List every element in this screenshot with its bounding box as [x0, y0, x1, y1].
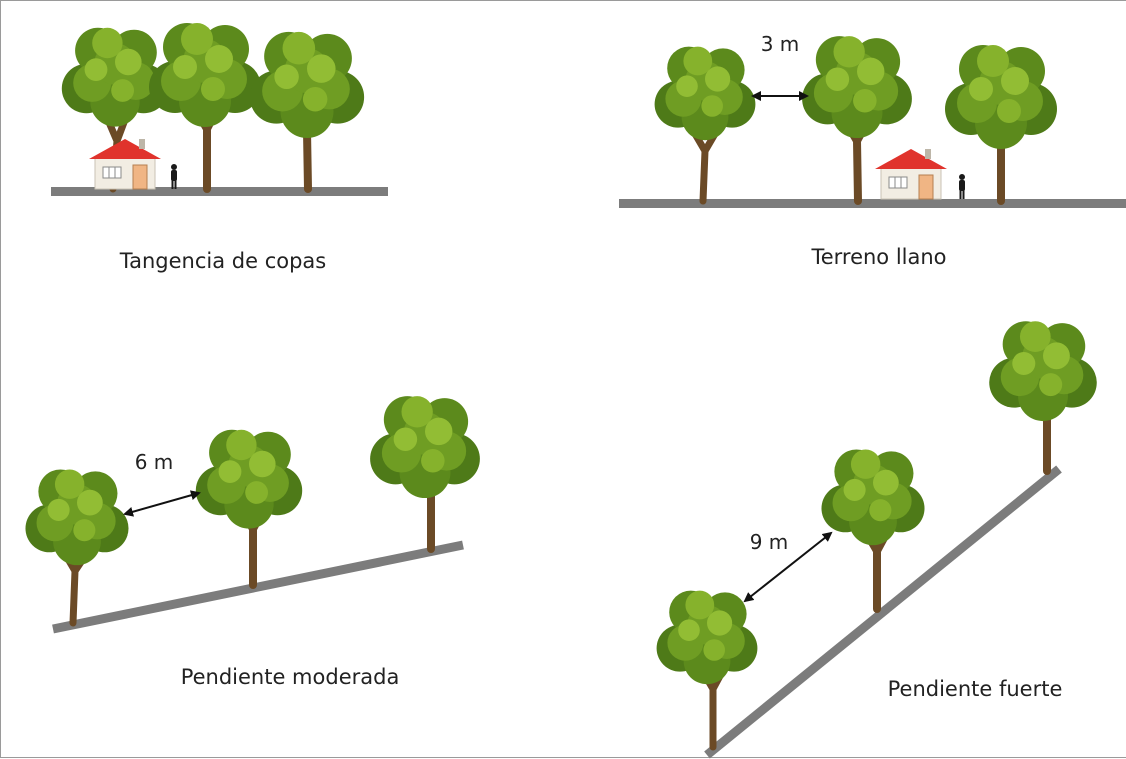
tree-icon	[945, 45, 1057, 205]
panel-steep-slope: 9 m Pendiente fuerte	[656, 321, 1097, 759]
ground-line	[52, 540, 464, 634]
ground-line	[704, 465, 1062, 759]
spacing-label-steep: 9 m	[750, 530, 789, 554]
panel-canopy-tangency: Tangencia de copas	[51, 23, 388, 273]
caption-canopy-tangency: Tangencia de copas	[119, 249, 326, 273]
double-arrow-icon	[123, 490, 201, 517]
tree-icon	[656, 590, 758, 751]
caption-steep-slope: Pendiente fuerte	[888, 677, 1063, 701]
ground-line	[619, 199, 1126, 208]
panel-moderate-slope: 6 m Pendiente moderada	[25, 396, 480, 689]
tree-icon	[654, 46, 756, 205]
ground-line	[51, 187, 388, 196]
tree-icon	[249, 31, 365, 193]
person-icon	[171, 164, 177, 189]
tree-icon	[989, 321, 1097, 475]
caption-flat-terrain: Terreno llano	[810, 245, 946, 269]
house-icon	[88, 138, 162, 190]
spacing-label-flat: 3 m	[761, 32, 800, 56]
tree-icon	[195, 429, 303, 589]
spacing-label-moderate: 6 m	[135, 450, 174, 474]
person-icon	[959, 174, 965, 199]
panel-flat-terrain: 3 m Terreno llano	[619, 32, 1126, 269]
caption-moderate-slope: Pendiente moderada	[181, 665, 400, 689]
house-icon	[874, 148, 948, 200]
tree-icon	[802, 36, 912, 205]
double-arrow-icon	[743, 531, 833, 603]
tree-icon	[821, 449, 925, 613]
tree-icon	[25, 469, 129, 627]
tree-icon	[370, 396, 480, 553]
tree-icon	[149, 23, 261, 193]
